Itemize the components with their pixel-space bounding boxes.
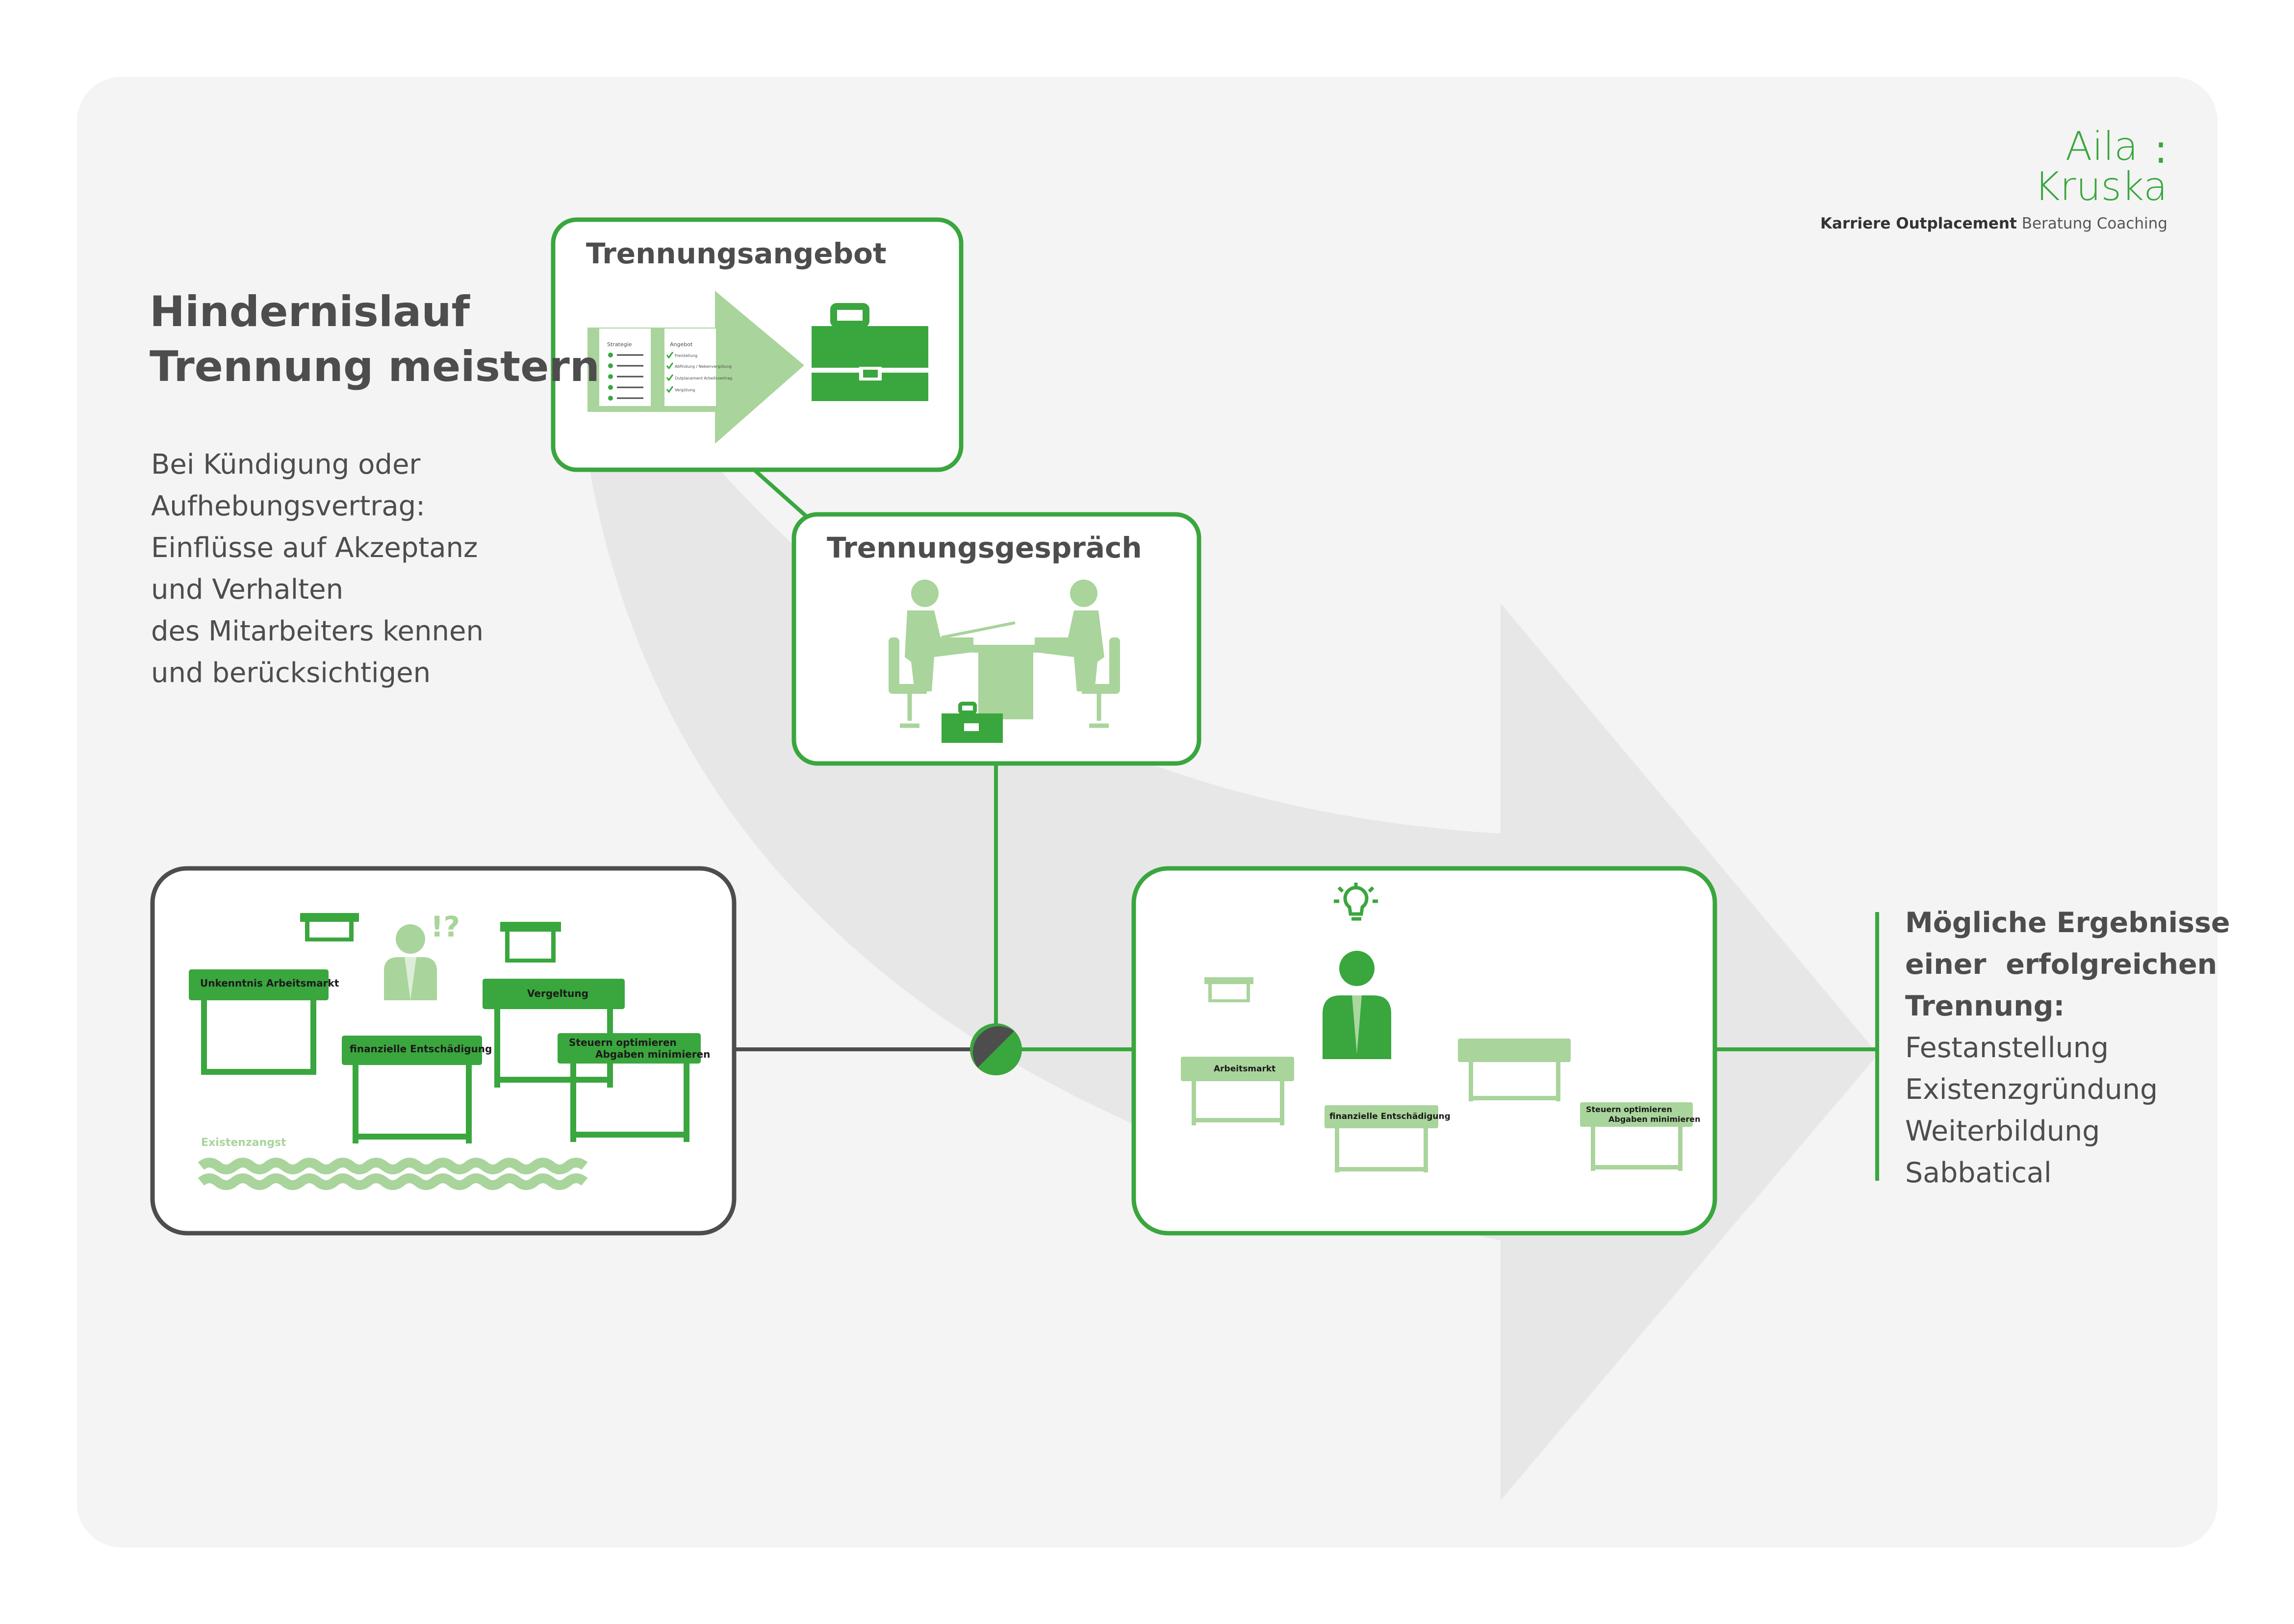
doc-offer-item-3: Outplacement Arbeitsvertrag: [675, 376, 732, 381]
hurdle-after-plain: [1458, 1039, 1571, 1101]
junction-node: [970, 1023, 1022, 1075]
doc-offer-heading: Angebot: [670, 341, 693, 348]
page-title-line-2: Trennung meistern: [150, 342, 600, 391]
result-item: Festanstellung: [1905, 1032, 2109, 1064]
hurdle-label-unkenntnis: Unkenntnis Arbeitsmarkt: [200, 977, 339, 989]
card-title-angebot: Trennungsangebot: [586, 237, 887, 270]
card-obstacles-before: !? Unkenntnis Arbeitsmarkt finanzielle E…: [150, 866, 737, 1236]
brand-tagline-rest: Beratung Coaching: [2021, 215, 2167, 232]
card-trennungsangebot: Trennungsangebot Strategie Angebot Freis…: [551, 217, 964, 472]
doc-offer-item-2: Abfindung / Nebenvergütung: [675, 364, 732, 369]
meeting-icon: [889, 580, 1120, 728]
document-arrow-icon: Strategie Angebot Freistellung Abfindung…: [587, 291, 804, 444]
connectors: [734, 469, 1879, 1181]
hurdle-label-abgaben: Abgaben minimieren: [595, 1048, 710, 1060]
lightbulb-icon: [1334, 883, 1378, 921]
card-obstacles-after: Arbeitsmarkt finanzielle Entschädigung S…: [1131, 866, 1717, 1236]
hurdle-unkenntnis: Unkenntnis Arbeitsmarkt: [189, 969, 339, 1075]
results-list: Mögliche Ergebnisse einer erfolgreichen …: [1905, 902, 2230, 1194]
intro-line: und berücksichtigen: [151, 657, 431, 689]
existenzangst-label: Existenzangst: [201, 1137, 286, 1149]
results-heading-line: Mögliche Ergebnisse: [1905, 907, 2230, 939]
hurdle-after-entschaedigung: finanzielle Entschädigung: [1325, 1105, 1451, 1172]
doc-strategy-heading: Strategie: [607, 341, 632, 348]
existenzangst-waves: [198, 1158, 588, 1190]
intro-line: Einflüsse auf Akzeptanz: [151, 532, 478, 564]
confusion-marks: !?: [431, 910, 460, 943]
intro-text: Bei Kündigung oder Aufhebungsvertrag: Ei…: [151, 444, 484, 694]
hurdle-top-right: [500, 922, 561, 963]
card-title-gespraech: Trennungsgespräch: [827, 531, 1142, 564]
brand-name-last: Kruska: [2034, 164, 2167, 209]
page-title: Hindernislauf Trennung meistern: [150, 284, 600, 394]
hurdle-steuern: Steuern optimieren Abgaben minimieren: [558, 1033, 710, 1142]
results-heading-line: Trennung:: [1905, 990, 2065, 1022]
intro-line: des Mitarbeiters kennen: [151, 615, 484, 647]
result-item: Existenzgründung: [1905, 1073, 2158, 1106]
hurdle-top-left: [300, 913, 359, 941]
brand-tagline-bold: Karriere Outplacement: [1820, 215, 2017, 232]
hurdle-label-steuern: Steuern optimieren: [569, 1037, 677, 1048]
hurdle-after-label-arbeitsmarkt: Arbeitsmarkt: [1214, 1064, 1275, 1074]
intro-line: und Verhalten: [151, 574, 344, 606]
meeting-briefcase-icon: [942, 702, 1003, 743]
person-confident-icon: [1323, 951, 1391, 1059]
card-trennungsgespraech: Trennungsgespräch: [791, 512, 1201, 766]
result-item: Sabbatical: [1905, 1157, 2052, 1189]
intro-line: Bei Kündigung oder: [151, 449, 421, 481]
brand-tagline: Karriere Outplacement Beratung Coaching: [1820, 215, 2167, 232]
results-heading-line: einer erfolgreichen: [1905, 948, 2218, 981]
hurdle-entschaedigung: finanzielle Entschädigung: [342, 1036, 492, 1143]
hurdle-label-entschaedigung: finanzielle Entschädigung: [350, 1043, 492, 1055]
page-title-line-1: Hindernislauf: [150, 287, 470, 336]
briefcase-icon: [812, 303, 928, 401]
hurdle-after-arbeitsmarkt: Arbeitsmarkt: [1181, 1057, 1294, 1125]
hurdle-label-vergeltung: Vergeltung: [527, 988, 588, 999]
doc-offer-item-4: Vergütung: [675, 388, 695, 392]
hurdle-after-label-abgaben: Abgaben minimieren: [1608, 1115, 1701, 1124]
hurdle-after-steuern: Steuern optimieren Abgaben minimieren: [1580, 1102, 1701, 1171]
result-item: Weiterbildung: [1905, 1115, 2100, 1147]
hurdle-after-label-entschaedigung: finanzielle Entschädigung: [1329, 1112, 1451, 1121]
brand-logo: Aila : Kruska Karriere Outplacement Bera…: [1820, 124, 2167, 233]
brand-name-first: Aila: [2065, 124, 2138, 169]
hurdle-after-small: [1204, 977, 1253, 1002]
person-confused-icon: [384, 924, 437, 1000]
intro-line: Aufhebungsvertrag:: [151, 490, 426, 522]
brand-colon: :: [2154, 127, 2167, 172]
hurdle-vergeltung: Vergeltung: [483, 979, 625, 1088]
hurdle-after-label-steuern: Steuern optimieren: [1586, 1105, 1672, 1114]
doc-offer-item-1: Freistellung: [675, 354, 697, 358]
